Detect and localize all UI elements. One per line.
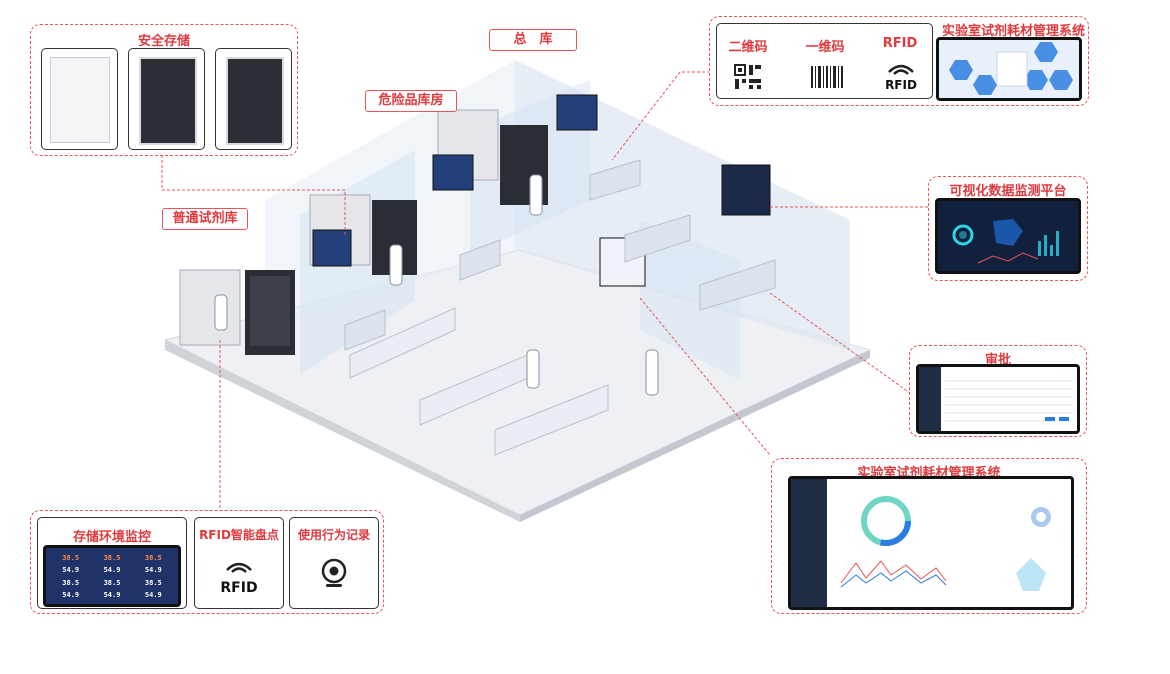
barcode-label: 一维码 [805,40,845,55]
env-reading-value: 54.9 [62,566,80,575]
rfid-label: RFID [882,36,918,51]
approval-sidebar [919,367,941,431]
env-reading-value: 38.5 [144,578,162,587]
camera-icon [321,558,347,587]
reagent-cabinets-left [179,269,295,355]
visual-dashboard-screen[interactable] [935,198,1081,274]
management-dashboard-screen[interactable] [788,476,1074,610]
dark-cabinet-icon [226,57,284,145]
dashboard-sidebar [791,479,827,607]
env-reading-value: 54.9 [144,566,162,575]
wall-screen [721,164,771,216]
lab-bench [494,384,609,456]
rfid-logo-text: RFID [885,78,917,92]
qr-code-icon [734,64,761,89]
dashboard-charts [840,496,1051,591]
hexagon-pattern [949,42,1073,95]
zone-hazardous[interactable]: 危险品库房 [365,90,457,112]
floor-edge-left [165,340,520,522]
approval-table [945,380,1073,422]
env-reading-value: 54.9 [62,590,80,599]
lab-workers [214,174,659,396]
top-system-title: 实验室试剂耗材管理系统 [942,24,1086,39]
zone-general-reagent[interactable]: 普通试剂库 [162,208,248,230]
env-reading-value: 38.5 [103,578,121,587]
cabinet-card-white[interactable] [41,48,118,150]
rfid-wave-icon [888,64,914,75]
secure-storage-panel: 安全存储 [30,24,298,156]
cabinet-card-dark[interactable] [128,48,205,150]
env-monitoring-title: 存储环境监控 [72,530,151,545]
wall-screen [312,229,352,267]
cabinet-card-dark-2[interactable] [215,48,292,150]
usage-record-card[interactable]: 使用行为记录 [289,517,379,609]
rfid-logo-text: RFID [220,580,258,596]
env-reading-value: 54.9 [144,590,162,599]
rfid-inventory-card[interactable]: RFID智能盘点 RFID [194,517,284,609]
login-box [996,51,1028,87]
dark-cabinet-icon [139,57,197,145]
wall-screen [556,94,598,131]
zone-main-warehouse[interactable]: 总 库 [489,29,577,51]
code-types-card: 二维码 一维码 RFID RFID [716,23,933,99]
workstation-desks [344,159,776,351]
connector-lines [161,71,930,510]
env-reading-value: 54.9 [103,566,121,575]
management-system-panel: 实验室试剂耗材管理系统 [771,458,1087,614]
env-reading-value: 38.5 [62,578,80,587]
rfid-wave-icon [226,562,252,573]
env-readings-grid: 38.5 38.5 38.5 54.9 54.9 54.9 38.5 38.5 38.5 54.9… [50,554,174,600]
white-cabinet-icon [50,57,110,143]
identification-panel: 二维码 一维码 RFID RFID [709,16,1089,106]
env-reading-value: 54.9 [103,590,121,599]
approval-screen[interactable] [916,364,1080,434]
approval-panel: 审批 [909,345,1087,437]
env-reading-value: 38.5 [144,554,162,562]
visual-platform-title: 可视化数据监测平台 [949,184,1067,199]
env-reading-value: 38.5 [62,554,80,562]
rfid-inventory-title: RFID智能盘点 [199,528,279,542]
dashboard-graphics [952,219,1059,264]
env-monitor-screen: 38.5 38.5 38.5 54.9 54.9 54.9 38.5 38.5 38.5 54.9… [43,545,181,607]
usage-record-title: 使用行为记录 [297,528,370,542]
floor-edge-right [520,350,870,522]
visual-platform-panel: 可视化数据监测平台 [928,176,1088,281]
qr-code-label: 二维码 [728,40,768,55]
env-reading-value: 38.5 [103,554,121,562]
secure-storage-title: 安全存储 [137,34,190,49]
wall-screen [432,154,474,191]
system-login-screen[interactable] [936,37,1082,101]
lab-bench [349,307,456,379]
partition-wall [640,220,740,380]
barcode-icon [811,66,843,88]
